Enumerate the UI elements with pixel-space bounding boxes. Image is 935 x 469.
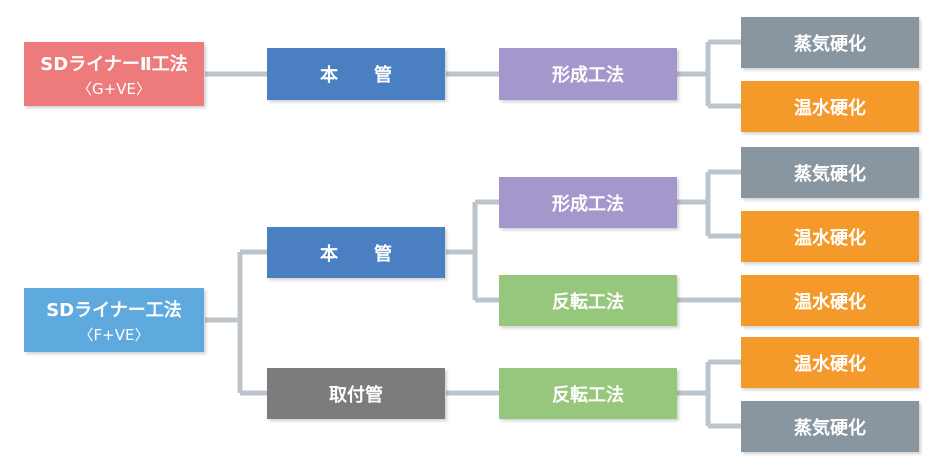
steam-curing-box: 蒸気硬化: [741, 147, 919, 198]
inversion-method-label: 反転工法: [552, 384, 624, 406]
hot-water-curing-label: 温水硬化: [794, 227, 866, 249]
forming-method-box: 形成工法: [499, 48, 677, 100]
main-pipe-box: 本管: [267, 227, 445, 278]
lateral-pipe-box: 取付管: [267, 368, 445, 419]
hot-water-curing-label: 温水硬化: [794, 291, 866, 313]
lateral-pipe-label: 取付管: [329, 384, 383, 406]
steam-curing-label: 蒸気硬化: [794, 417, 866, 439]
hot-water-curing-box: 温水硬化: [741, 81, 919, 132]
inversion-method-label: 反転工法: [552, 291, 624, 313]
hot-water-curing-box: 温水硬化: [741, 211, 919, 262]
sd-liner-2-method-box: SDライナーⅡ工法 〈G+VE〉: [24, 42, 204, 106]
sd-liner-2-method-sub: 〈G+VE〉: [77, 79, 151, 98]
inversion-method-box: 反転工法: [499, 368, 677, 419]
steam-curing-label: 蒸気硬化: [794, 33, 866, 55]
sd-liner-2-method-label: SDライナーⅡ工法: [40, 53, 188, 75]
steam-curing-box: 蒸気硬化: [741, 17, 919, 68]
hot-water-curing-box: 温水硬化: [741, 337, 919, 388]
inversion-method-box: 反転工法: [499, 275, 677, 326]
forming-method-label: 形成工法: [552, 65, 624, 86]
main-pipe-box: 本管: [267, 48, 445, 100]
forming-method-label: 形成工法: [552, 193, 624, 215]
hot-water-curing-label: 温水硬化: [794, 353, 866, 375]
steam-curing-box: 蒸気硬化: [741, 401, 919, 452]
main-pipe-label: 本管: [320, 243, 428, 265]
sd-liner-method-box: SDライナー工法 〈F+VE〉: [24, 288, 204, 352]
sd-liner-method-sub: 〈F+VE〉: [78, 325, 150, 344]
forming-method-box: 形成工法: [499, 177, 677, 228]
hot-water-curing-box: 温水硬化: [741, 275, 919, 326]
steam-curing-label: 蒸気硬化: [794, 163, 866, 185]
sd-liner-method-label: SDライナー工法: [46, 299, 182, 321]
main-pipe-label: 本管: [320, 65, 428, 86]
hot-water-curing-label: 温水硬化: [794, 97, 866, 119]
